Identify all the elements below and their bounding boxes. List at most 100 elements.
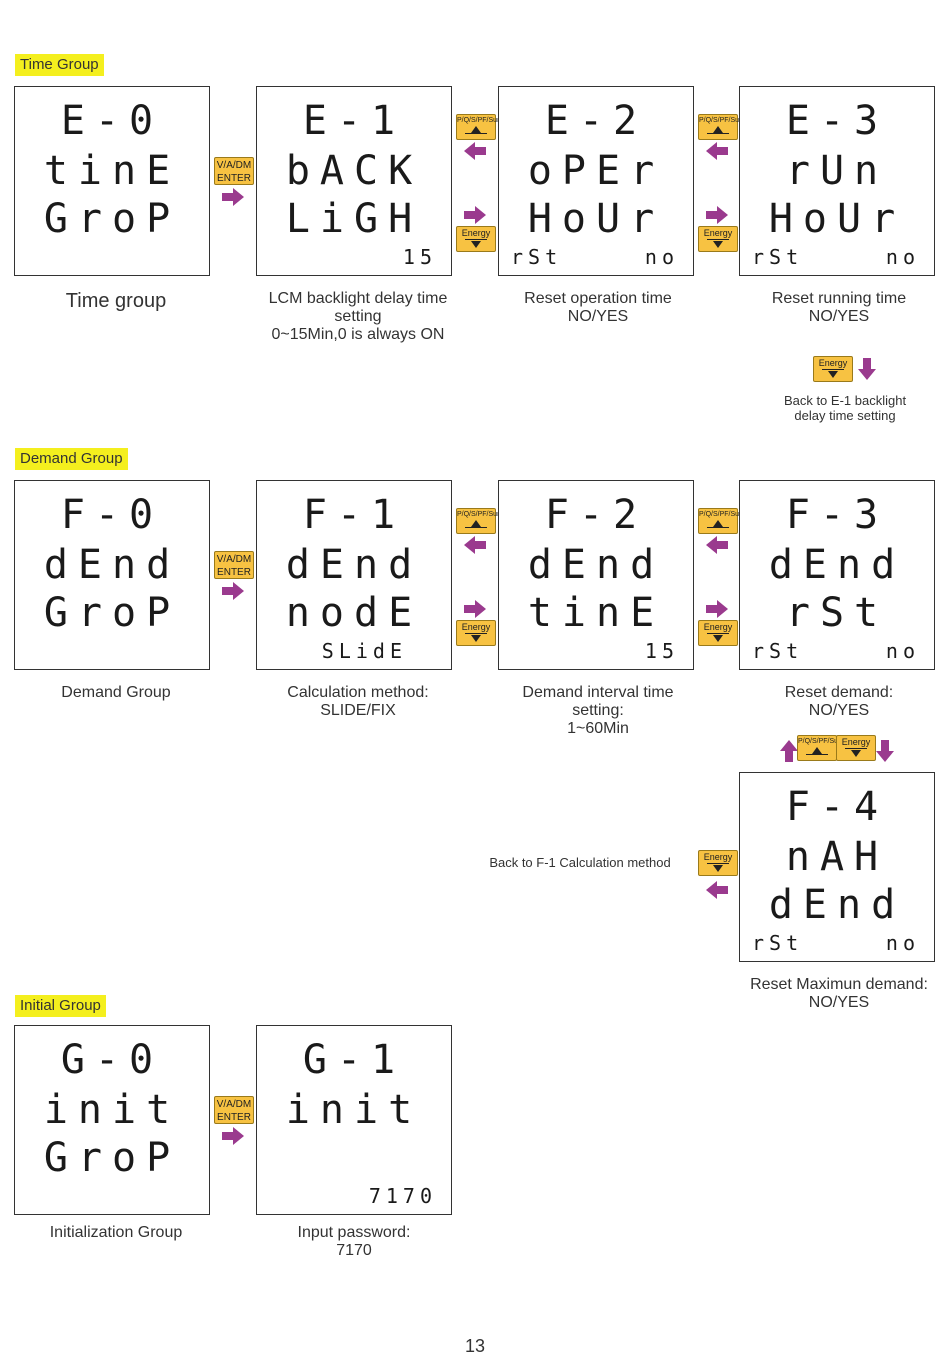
lcd-e2: E-2 oPEr HoUr rSt no (498, 86, 694, 276)
lcd-line: dEnd (527, 542, 665, 588)
page-number: 13 (464, 1336, 486, 1356)
energy-key: Energy (456, 620, 496, 646)
lcd-label: rSt (752, 931, 804, 955)
right-arrow-icon (464, 206, 486, 224)
back-note-e1: Back to E-1 backlight delay time setting (783, 393, 907, 423)
lcd-label: rSt (752, 245, 804, 269)
pq-key: P/Q/S/PF/Sum. (698, 508, 747, 534)
energy-key: Energy (698, 850, 738, 876)
lcd-f3: F-3 dEnd rSt rSt no (739, 480, 935, 670)
caption-f2: Demand interval time setting: 1~60Min (522, 684, 674, 737)
lcd-line: tinE (43, 148, 181, 194)
left-arrow-icon (706, 142, 728, 160)
left-arrow-icon (464, 142, 486, 160)
lcd-line: F-3 (785, 492, 889, 538)
lcd-line: init (285, 1087, 423, 1133)
lcd-line: oPEr (527, 148, 665, 194)
lcd-line: dEnd (768, 882, 906, 928)
right-arrow-icon (222, 188, 244, 206)
lcd-line: E-2 (544, 98, 648, 144)
caption-e0: Time group (65, 290, 167, 312)
lcd-line: GroP (43, 196, 181, 242)
caption-e2: Reset operation time NO/YES (524, 290, 672, 325)
lcd-line: HoUr (527, 196, 665, 242)
right-arrow-icon (464, 600, 486, 618)
lcd-label: rSt (511, 245, 563, 269)
lcd-label: rSt (752, 639, 804, 663)
left-arrow-icon (706, 881, 728, 899)
up-arrow-icon (780, 740, 798, 762)
lcd-line: dEnd (43, 542, 181, 588)
demand-group-tag: Demand Group (15, 448, 128, 470)
lcd-line: dEnd (768, 542, 906, 588)
lcd-line: nAH (785, 834, 889, 880)
pq-key: P/Q/S/PF/Sum. (456, 114, 505, 140)
right-arrow-icon (706, 600, 728, 618)
caption-f0: Demand Group (61, 684, 171, 701)
lcd-line: init (43, 1087, 181, 1133)
lcd-line: G-1 (302, 1037, 406, 1083)
back-note-f1: Back to F-1 Calculation method (489, 855, 671, 870)
lcd-line: LiGH (285, 196, 423, 242)
right-arrow-icon (222, 1127, 244, 1145)
lcd-line: F-0 (60, 492, 164, 538)
lcd-e1: E-1 bACK LiGH 15 (256, 86, 452, 276)
lcd-line: GroP (43, 1135, 181, 1181)
lcd-value: 15 (402, 245, 437, 269)
lcd-value: 7170 (368, 1184, 437, 1208)
lcd-line: E-3 (785, 98, 889, 144)
energy-key: Energy (836, 735, 876, 761)
caption-e1: LCM backlight delay time setting 0~15Min… (268, 290, 448, 343)
left-arrow-icon (464, 536, 486, 554)
left-arrow-icon (706, 536, 728, 554)
initial-group-tag: Initial Group (15, 995, 106, 1017)
caption-g0: Initialization Group (49, 1224, 183, 1241)
lcd-f4: F-4 nAH dEnd rSt no (739, 772, 935, 962)
caption-f3: Reset demand: NO/YES (784, 684, 894, 719)
lcd-value: no (885, 931, 920, 955)
lcd-f2: F-2 dEnd tinE 15 (498, 480, 694, 670)
lcd-line: F-2 (544, 492, 648, 538)
lcd-value: 15 (644, 639, 679, 663)
lcd-line: tinE (527, 590, 665, 636)
lcd-value: no (644, 245, 679, 269)
lcd-line: nodE (285, 590, 423, 636)
caption-g1: Input password: 7170 (297, 1224, 411, 1259)
caption-e3: Reset running time NO/YES (771, 290, 907, 325)
lcd-line: E-0 (60, 98, 164, 144)
lcd-line: bACK (285, 148, 423, 194)
time-group-tag: Time Group (15, 54, 104, 76)
lcd-line: F-1 (302, 492, 406, 538)
lcd-f0: F-0 dEnd GroP (14, 480, 210, 670)
right-arrow-icon (222, 582, 244, 600)
lcd-g1: G-1 init 7170 (256, 1025, 452, 1215)
lcd-value: no (885, 639, 920, 663)
lcd-value: no (885, 245, 920, 269)
lcd-value: SLidE (321, 639, 407, 663)
energy-key: Energy (698, 620, 738, 646)
lcd-g0: G-0 init GroP (14, 1025, 210, 1215)
down-arrow-icon (858, 358, 876, 380)
lcd-e3: E-3 rUn HoUr rSt no (739, 86, 935, 276)
lcd-line: HoUr (768, 196, 906, 242)
caption-f4: Reset Maximun demand: NO/YES (750, 976, 928, 1011)
right-arrow-icon (706, 206, 728, 224)
lcd-line: G-0 (60, 1037, 164, 1083)
lcd-e0: E-0 tinE GroP (14, 86, 210, 276)
down-arrow-icon (876, 740, 894, 762)
lcd-line: GroP (43, 590, 181, 636)
lcd-line: dEnd (285, 542, 423, 588)
lcd-line: rUn (785, 148, 889, 194)
lcd-line: F-4 (785, 784, 889, 830)
energy-key: Energy (456, 226, 496, 252)
pq-key: P/Q/S/PF/Sum. (456, 508, 505, 534)
lcd-line: E-1 (302, 98, 406, 144)
lcd-line: rSt (785, 590, 889, 636)
energy-key: Energy (698, 226, 738, 252)
pq-key: P/Q/S/PF/Sum. (698, 114, 747, 140)
pq-key: P/Q/S/PF/Sum. (797, 735, 846, 761)
lcd-f1: F-1 dEnd nodE SLidE (256, 480, 452, 670)
